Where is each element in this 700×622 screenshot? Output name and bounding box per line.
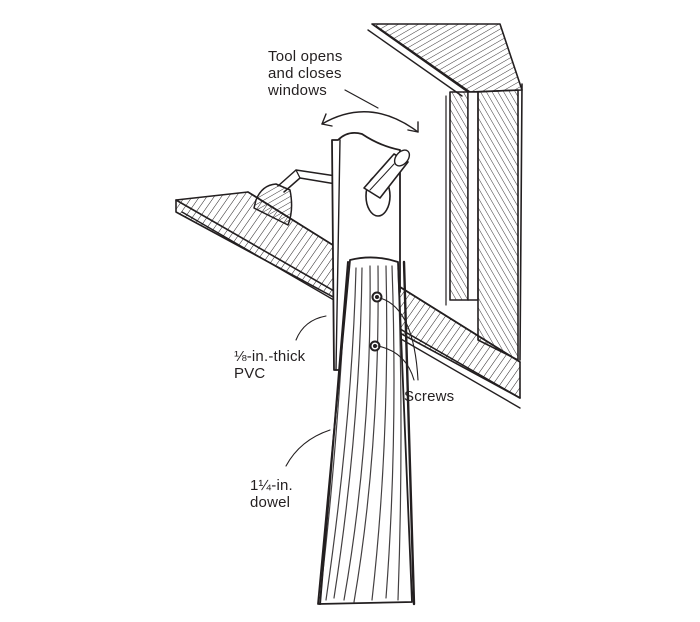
rotation-arrow xyxy=(321,89,419,133)
label-pvc-line-1: ⅛-in.-thick xyxy=(234,348,306,365)
label-screws: Screws xyxy=(404,388,454,405)
window-crank xyxy=(253,169,337,226)
label-tool-action-line-2: and closes xyxy=(268,65,342,82)
label-pvc: ⅛-in.-thick PVC xyxy=(234,348,305,382)
screws xyxy=(369,291,383,352)
leader-lines xyxy=(285,297,419,467)
label-screws-line-1: Screws xyxy=(404,388,455,405)
label-tool-action-line-3: windows xyxy=(268,82,327,99)
label-dowel: 1¼-in. dowel xyxy=(250,477,293,511)
label-tool-action-line-1: Tool opens xyxy=(268,48,343,65)
window-frame xyxy=(367,23,523,361)
label-pvc-line-2: PVC xyxy=(234,365,266,382)
crank-knob xyxy=(363,149,411,199)
dowel xyxy=(317,256,416,606)
label-dowel-line-1: 1¼-in. xyxy=(250,477,293,494)
label-dowel-line-2: dowel xyxy=(250,494,291,511)
label-tool-action: Tool opens and closes windows xyxy=(268,48,343,99)
